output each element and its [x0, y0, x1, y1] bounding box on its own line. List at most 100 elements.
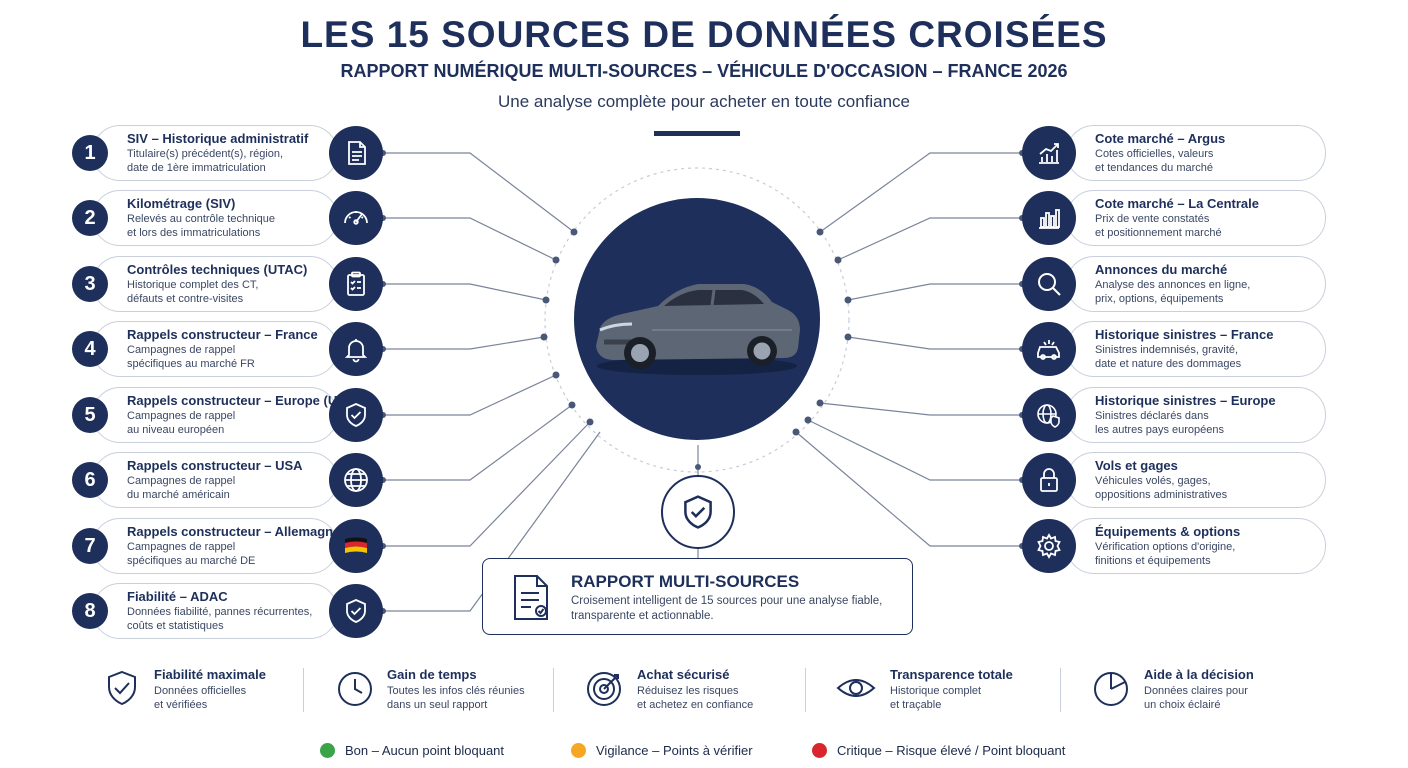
source-desc: Campagnes de rappel: [127, 541, 236, 553]
benefit-desc: et achetez en confiance: [637, 699, 754, 711]
source-desc: les autres pays européens: [1095, 424, 1225, 436]
pie-chart-icon: [1094, 672, 1128, 706]
benefit-gain-temps: Gain de temps Toutes les infos clés réun…: [335, 664, 545, 720]
benefit-desc: dans un seul rapport: [387, 699, 488, 711]
source-desc: spécifiques au marché DE: [127, 555, 256, 567]
source-desc: finitions et équipements: [1095, 555, 1211, 567]
divider: [303, 668, 304, 712]
source-desc: Données fiabilité, pannes récurrentes,: [127, 606, 313, 618]
source-card-siv: SIV – Historique administratif Titulaire…: [92, 125, 338, 181]
source-desc: Campagnes de rappel: [127, 475, 236, 487]
benefit-title: Aide à la décision: [1144, 667, 1254, 682]
source-number: 3: [72, 266, 108, 302]
source-desc: date de 1ère immatriculation: [127, 162, 266, 174]
benefit-aide-decision: Aide à la décision Données claires pour …: [1092, 664, 1282, 720]
source-desc: Vérification options d'origine,: [1095, 541, 1236, 553]
source-desc: du marché américain: [127, 489, 230, 501]
source-desc: Sinistres indemnisés, gravité,: [1095, 344, 1239, 356]
divider: [1060, 668, 1061, 712]
report-desc: Croisement intelligent de 15 sources pou…: [571, 595, 883, 622]
legend-label: Critique – Risque élevé / Point bloquant: [837, 742, 1066, 758]
report-document-icon: [514, 575, 548, 620]
gear-icon: [1022, 519, 1076, 573]
source-desc: prix, options, équipements: [1095, 293, 1224, 305]
source-card-la-centrale: Cote marché – La Centrale Prix de vente …: [1066, 190, 1326, 246]
source-desc: et positionnement marché: [1095, 227, 1222, 239]
bell-icon: [329, 322, 383, 376]
trend-chart-icon: [1022, 126, 1076, 180]
benefit-title: Gain de temps: [387, 667, 477, 682]
legend-label: Bon – Aucun point bloquant: [345, 742, 505, 758]
source-desc: date et nature des dommages: [1095, 358, 1242, 370]
source-title: Historique sinistres – France: [1095, 327, 1274, 342]
source-number: 7: [72, 528, 108, 564]
page-subtitle: RAPPORT NUMÉRIQUE MULTI-SOURCES – VÉHICU…: [340, 61, 1068, 81]
title-underline: [654, 131, 740, 136]
shield-check-icon: [108, 670, 136, 706]
benefit-desc: et traçable: [890, 699, 942, 711]
source-desc: Historique complet des CT,: [127, 279, 259, 291]
benefit-desc: et vérifiées: [154, 699, 208, 711]
search-icon: [1022, 257, 1076, 311]
legend-dot-orange: [571, 742, 586, 758]
source-title: Rappels constructeur – USA: [127, 458, 303, 473]
source-title: Rappels constructeur – France: [127, 327, 318, 342]
benefit-fiabilite: Fiabilité maximale Données officielles e…: [102, 664, 292, 720]
source-desc: Cotes officielles, valeurs: [1095, 148, 1214, 160]
shield-check-icon: [329, 584, 383, 638]
divider: [553, 668, 554, 712]
legend-dot-red: [812, 742, 827, 758]
benefit-title: Achat sécurisé: [637, 667, 730, 682]
source-title: Kilométrage (SIV): [127, 196, 236, 211]
source-title: SIV – Historique administratif: [127, 131, 309, 146]
source-title: Cote marché – Argus: [1095, 131, 1226, 146]
source-desc: spécifiques au marché FR: [127, 358, 255, 370]
source-title: Équipements & options: [1095, 524, 1241, 539]
source-number: 2: [72, 200, 108, 236]
source-title: Cote marché – La Centrale: [1095, 196, 1260, 211]
source-card-argus: Cote marché – Argus Cotes officielles, v…: [1066, 125, 1326, 181]
source-number: 5: [72, 397, 108, 433]
clipboard-icon: [329, 257, 383, 311]
benefit-title: Transparence totale: [890, 667, 1013, 682]
source-card-sinistres-europe: Historique sinistres – Europe Sinistres …: [1066, 387, 1326, 443]
source-desc: Véhicules volés, gages,: [1095, 475, 1211, 487]
source-card-controles: Contrôles techniques (UTAC) Historique c…: [92, 256, 338, 312]
source-number: 1: [72, 135, 108, 171]
car-illustration: [574, 198, 820, 440]
report-summary-box: RAPPORT MULTI-SOURCES Croisement intelli…: [482, 558, 913, 635]
legend-good: Bon – Aucun point bloquant: [320, 741, 504, 759]
speedometer-icon: [329, 191, 383, 245]
shield-check-icon: [661, 475, 735, 549]
eye-icon: [836, 679, 876, 697]
source-number: 6: [72, 462, 108, 498]
benefit-desc: Réduisez les risques: [637, 685, 739, 697]
globe-icon: [329, 453, 383, 507]
benefit-achat-securise: Achat sécurisé Réduisez les risques et a…: [585, 664, 795, 720]
benefit-title: Fiabilité maximale: [154, 667, 266, 682]
source-desc: Relevés au contrôle technique: [127, 213, 275, 225]
benefit-desc: un choix éclairé: [1144, 699, 1221, 711]
source-desc: Campagnes de rappel: [127, 410, 236, 422]
divider: [805, 668, 806, 712]
source-desc: défauts et contre-visites: [127, 293, 244, 305]
legend-critical: Critique – Risque élevé / Point bloquant: [812, 741, 1065, 759]
report-title: RAPPORT MULTI-SOURCES: [571, 572, 800, 591]
benefit-desc: Toutes les infos clés réunies: [387, 685, 525, 697]
source-desc: coûts et statistiques: [127, 620, 224, 632]
source-card-equipements: Équipements & options Vérification optio…: [1066, 518, 1326, 574]
source-title: Contrôles techniques (UTAC): [127, 262, 308, 277]
legend-label: Vigilance – Points à vérifier: [596, 742, 753, 758]
car-crash-icon: [1022, 322, 1076, 376]
source-desc: oppositions administratives: [1095, 489, 1228, 501]
source-title: Historique sinistres – Europe: [1095, 393, 1276, 408]
source-desc: Prix de vente constatés: [1095, 213, 1210, 225]
source-desc: au niveau européen: [127, 424, 225, 436]
globe-shield-icon: [1022, 388, 1076, 442]
clock-icon: [338, 672, 372, 706]
source-card-rappels-usa: Rappels constructeur – USA Campagnes de …: [92, 452, 338, 508]
source-desc: Titulaire(s) précédent(s), région,: [127, 148, 284, 160]
source-title: Fiabilité – ADAC: [127, 589, 228, 604]
source-desc: Sinistres déclarés dans: [1095, 410, 1209, 422]
source-title: Rappels constructeur – Allemagne: [127, 524, 341, 539]
